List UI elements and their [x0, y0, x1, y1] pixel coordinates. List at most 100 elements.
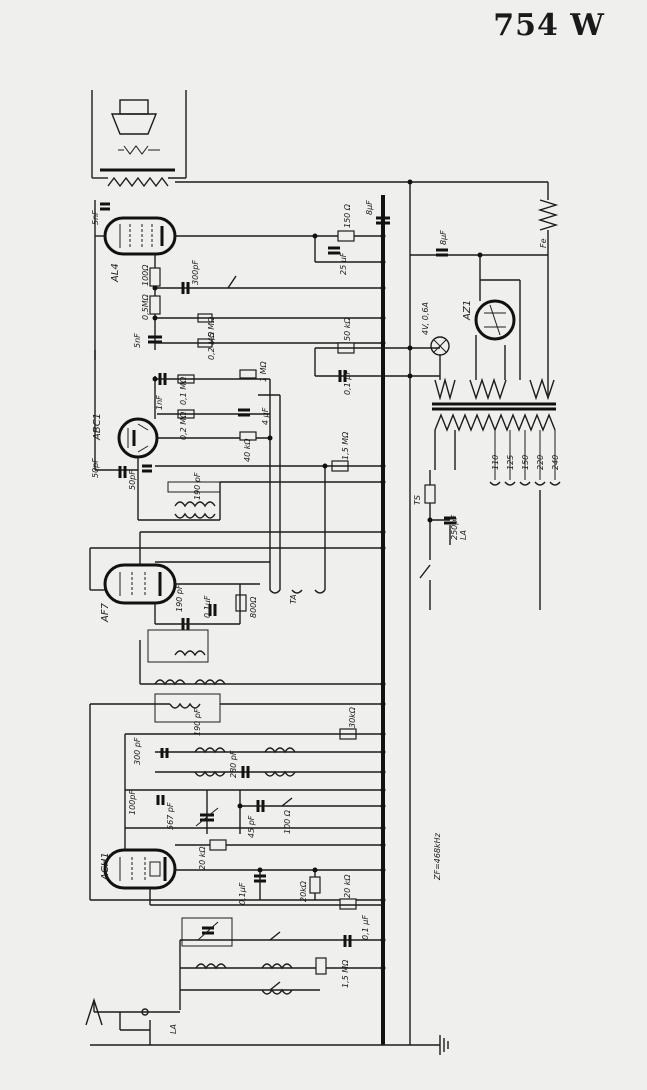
svg-text:0,2 MΩ: 0,2 MΩ: [179, 411, 188, 440]
svg-text:190 pF: 190 pF: [175, 584, 184, 612]
fe-inductor: [537, 199, 559, 231]
capacitor-250pf: [444, 516, 456, 525]
capacitor-300pf2: [160, 748, 169, 758]
svg-text:150: 150: [521, 455, 530, 470]
switch-3: [269, 931, 281, 941]
svg-text:20 kΩ: 20 kΩ: [343, 874, 352, 898]
model-title: 754 W: [493, 8, 605, 43]
capacitor-8uf: [376, 216, 390, 225]
tube-ach1: [103, 848, 177, 890]
svg-text:220: 220: [536, 455, 545, 470]
svg-text:50 kΩ: 50 kΩ: [343, 317, 352, 341]
tube-abc1: [117, 417, 159, 459]
svg-text:190 pF: 190 pF: [193, 708, 202, 736]
junction-dots: [152, 179, 483, 971]
variable-capacitor-input: [197, 921, 219, 941]
capacitor-01uf2: [208, 604, 217, 616]
resistor-15m2: [315, 957, 327, 975]
svg-text:8µF: 8µF: [365, 200, 374, 215]
if-frequency-label: ZF=468kHz: [433, 832, 442, 881]
svg-text:1nF: 1nF: [155, 395, 164, 410]
switch-4: [269, 981, 281, 991]
capacitor-5nf-top: [100, 202, 110, 211]
tube-al4: [103, 216, 177, 256]
svg-text:50pF: 50pF: [128, 470, 137, 490]
output-transformer: [92, 168, 186, 188]
resistor-40k: [239, 431, 257, 441]
svg-text:20 kΩ: 20 kΩ: [198, 846, 207, 870]
svg-text:0,1µF: 0,1µF: [238, 882, 247, 905]
tube-af7: [103, 563, 177, 605]
tube-label-abc1: ABC1: [92, 413, 103, 441]
svg-text:100pF: 100pF: [128, 790, 137, 815]
la-label-antenna: LA: [169, 1024, 178, 1034]
tube-label-az1: AZ1: [462, 300, 473, 321]
svg-text:0,1µF: 0,1µF: [203, 595, 212, 618]
svg-text:300pF: 300pF: [191, 260, 200, 285]
resistor-20k: [209, 839, 227, 851]
svg-text:4 µF: 4 µF: [261, 407, 270, 425]
svg-text:0,5 MΩ: 0,5 MΩ: [207, 316, 216, 345]
capacitor-50pf-b: [142, 464, 152, 473]
resistor-20k3: [339, 898, 357, 910]
svg-text:250pF: 250pF: [450, 515, 459, 540]
tube-label-al4: AL4: [110, 263, 121, 283]
voltage-selector: [489, 430, 561, 486]
resistor-800ohm: [235, 594, 247, 612]
svg-text:40 kΩ: 40 kΩ: [243, 438, 252, 462]
svg-text:100 Ω: 100 Ω: [283, 809, 292, 834]
resistor-150ohm: [337, 230, 355, 242]
resistor-1m: [239, 369, 257, 379]
svg-text:240: 240: [551, 455, 560, 470]
capacitor-8uf2: [436, 248, 448, 257]
if-transformer-1: [147, 629, 226, 709]
svg-text:1 MΩ: 1 MΩ: [259, 360, 268, 382]
switch: [227, 275, 237, 289]
ts-label: TS: [413, 495, 422, 505]
svg-text:300 pF: 300 pF: [133, 737, 142, 765]
capacitor-5nf: [148, 335, 162, 344]
ta-label: TA: [289, 594, 298, 604]
svg-text:110: 110: [491, 455, 500, 470]
svg-text:45 pF: 45 pF: [247, 815, 256, 838]
svg-text:800Ω: 800Ω: [249, 596, 258, 618]
resistor-20k2: [309, 876, 321, 894]
svg-text:0,2 MΩ: 0,2 MΩ: [207, 331, 216, 360]
svg-text:25 µF: 25 µF: [339, 252, 348, 275]
svg-text:100Ω: 100Ω: [141, 264, 150, 286]
switch-2: [281, 797, 293, 807]
lamp-label: 4V, 0,6A: [421, 302, 430, 335]
svg-text:5nF: 5nF: [91, 210, 100, 225]
capacitor-4uf: [238, 408, 250, 417]
antenna-icon: [85, 997, 180, 1045]
svg-text:50pF: 50pF: [91, 458, 100, 478]
svg-text:190 pF: 190 pF: [193, 472, 202, 500]
ta-connector: [269, 589, 326, 594]
svg-text:8µF: 8µF: [439, 230, 448, 245]
oscillator-coils: [194, 747, 296, 777]
resistor-100ohm: [149, 267, 161, 287]
svg-text:1,5 MΩ: 1,5 MΩ: [341, 959, 350, 988]
svg-text:1,5 MΩ: 1,5 MΩ: [341, 431, 350, 460]
svg-text:0,1 µF: 0,1 µF: [343, 370, 352, 395]
ground-symbol: [439, 1035, 449, 1055]
resistor-05m: [149, 295, 161, 315]
speaker-icon: [91, 90, 187, 178]
input-coils: [181, 917, 293, 995]
mains-switch: [419, 564, 431, 579]
capacitor-300pf: [181, 282, 190, 294]
svg-text:0,1 MΩ: 0,1 MΩ: [179, 376, 188, 405]
tube-label-af7: AF7: [100, 602, 111, 623]
svg-text:125: 125: [506, 455, 515, 470]
svg-text:5nF: 5nF: [133, 333, 142, 348]
mains-transformer: [432, 377, 556, 432]
svg-text:567 pF: 567 pF: [166, 802, 175, 830]
svg-text:20kΩ: 20kΩ: [299, 880, 308, 902]
tube-label-ach1: ACH1: [100, 852, 111, 881]
svg-text:0,1 µF: 0,1 µF: [361, 915, 370, 940]
svg-text:150 Ω: 150 Ω: [343, 203, 352, 228]
capacitor-100pf: [156, 795, 165, 805]
capacitor-01uf4: [343, 935, 352, 947]
